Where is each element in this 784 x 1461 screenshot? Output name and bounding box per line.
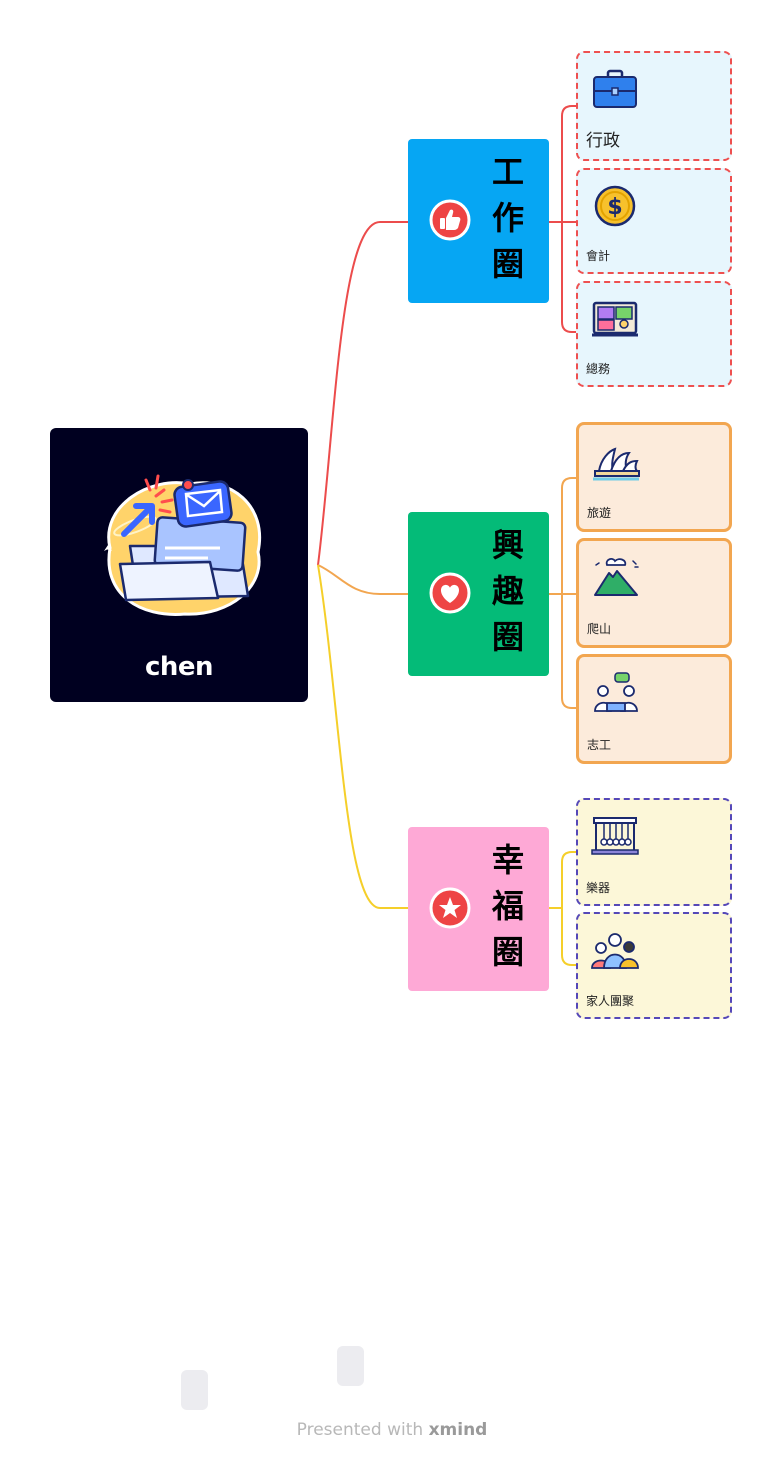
heart-icon [429, 572, 471, 614]
leaf-label: 家人團聚 [586, 994, 635, 1008]
branch-label: 幸福圈 [491, 841, 524, 971]
family-icon [591, 933, 639, 969]
presentation-board-icon [592, 301, 638, 337]
leaf-label: 爬山 [587, 622, 612, 636]
footer-prefix: Presented with [296, 1420, 424, 1440]
leaf-label: 總務 [586, 362, 611, 376]
connector-root-work [317, 221, 408, 566]
briefcase-icon [593, 69, 637, 108]
leaf-family-reunion[interactable]: 家人團聚 [576, 912, 732, 1019]
leaf-volunteer[interactable]: 志工 [576, 654, 732, 764]
leaf-accounting[interactable]: $ 會計 [576, 168, 732, 274]
footer-credit[interactable]: Presented with xmind [0, 1420, 784, 1440]
connector-work-leaves [549, 105, 576, 333]
connector-root-happy [317, 564, 408, 909]
connector-happy-leaves [549, 851, 576, 966]
branch-hobby[interactable]: 興趣圈 [408, 512, 549, 676]
mountain-icon [594, 558, 639, 596]
leaf-general-affairs[interactable]: 總務 [576, 281, 732, 387]
thumbs-up-icon [429, 199, 471, 241]
branch-happy[interactable]: 幸福圈 [408, 827, 549, 991]
root-label: chen [144, 652, 214, 682]
leaf-admin[interactable]: 行政 [576, 51, 732, 161]
leaf-hiking[interactable]: 爬山 [576, 538, 732, 648]
opera-house-icon [593, 447, 640, 481]
leaf-label: 會計 [586, 249, 611, 263]
mail-folder-illustration [104, 474, 262, 616]
leaf-travel[interactable]: 旅遊 [576, 422, 732, 532]
leaf-instrument[interactable]: 樂器 [576, 798, 732, 906]
branch-label: 工作圈 [491, 153, 524, 283]
leaf-label: 行政 [586, 131, 620, 151]
leaf-label: 旅遊 [587, 506, 612, 520]
star-icon [429, 887, 471, 929]
svg-text:$: $ [607, 195, 622, 220]
canvas-control-right[interactable] [337, 1346, 364, 1386]
dollar-coin-icon: $ [594, 185, 636, 227]
connector-hobby-leaves [549, 477, 576, 709]
leaf-label: 樂器 [586, 881, 611, 895]
branch-label: 興趣圈 [491, 526, 524, 656]
newton-cradle-icon [591, 817, 639, 855]
leaf-label: 志工 [587, 738, 612, 752]
volunteers-chat-icon [594, 672, 638, 712]
xmind-logo: xmind [428, 1420, 488, 1440]
branch-work[interactable]: 工作圈 [408, 139, 549, 303]
root-node[interactable]: chen [50, 428, 308, 702]
connector-root-hobby [317, 564, 408, 595]
canvas-control-left[interactable] [181, 1370, 208, 1410]
